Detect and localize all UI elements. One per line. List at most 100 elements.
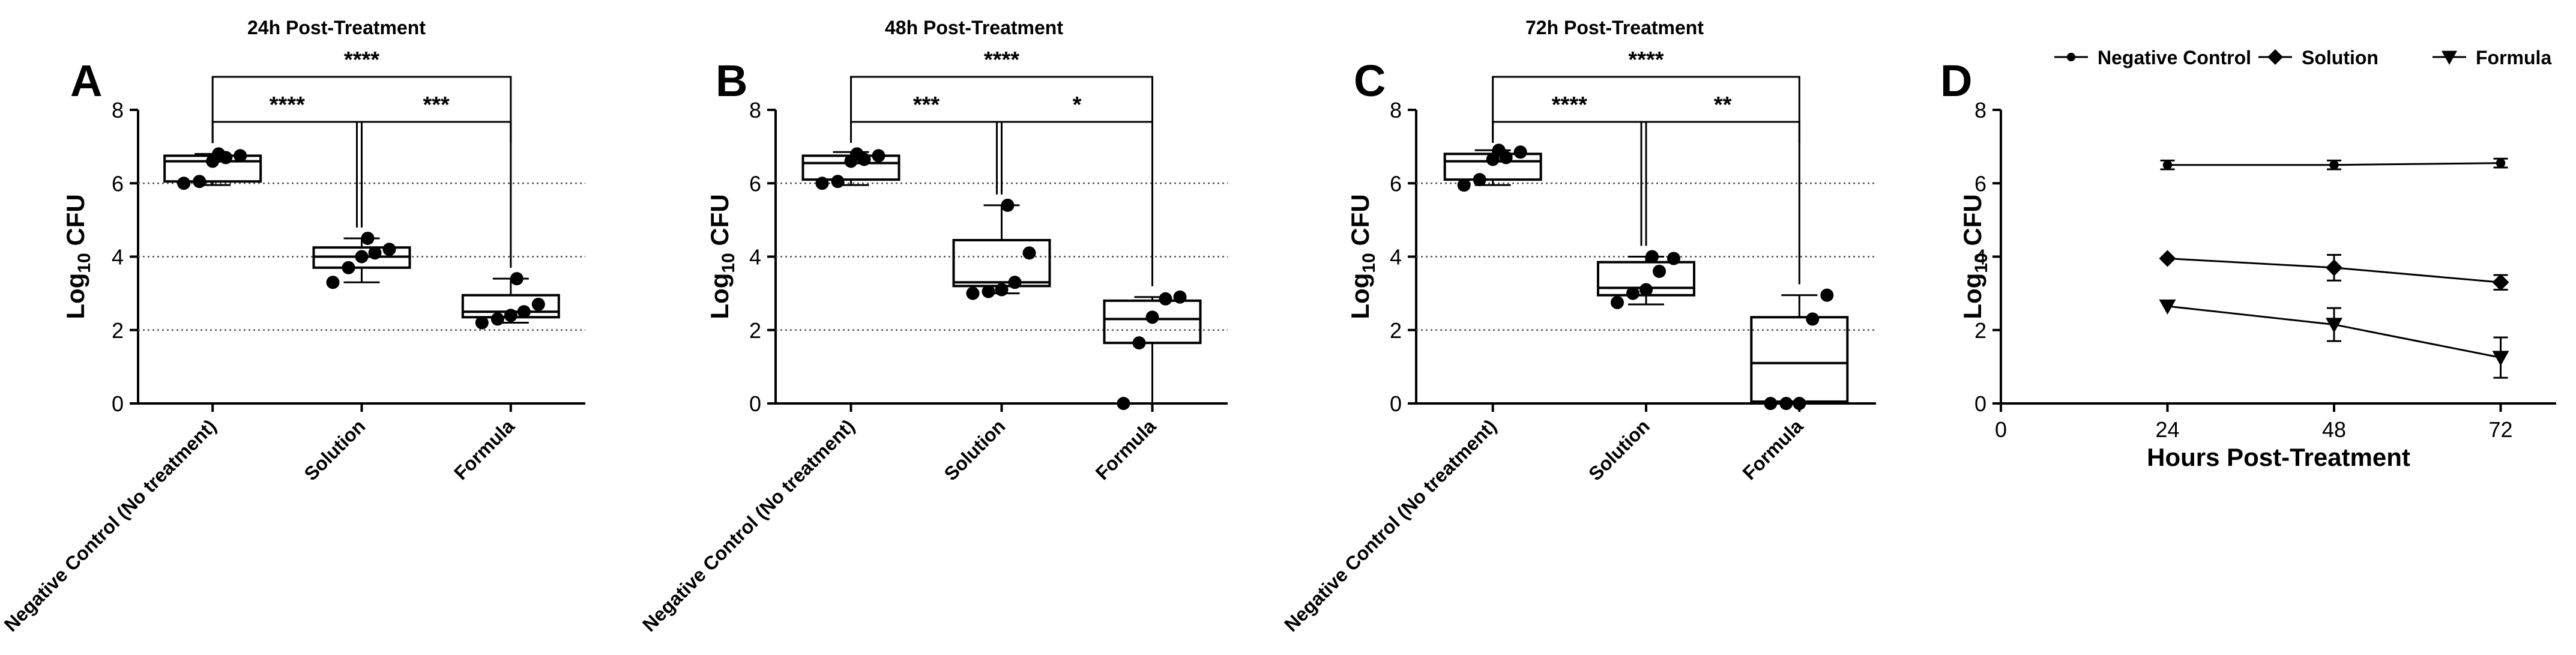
- bracket-line: [850, 76, 1153, 143]
- marker-dot: [2329, 160, 2339, 170]
- significance-bracket: ****: [850, 47, 1153, 143]
- legend-label: Formula: [2476, 47, 2551, 68]
- marker-dot: [2496, 158, 2506, 168]
- box-1: [1597, 250, 1695, 309]
- x-tick-label: 72: [2488, 417, 2512, 442]
- data-point: [326, 276, 340, 289]
- x-tick-label: Negative Control (No treatment): [1280, 415, 1500, 635]
- significance-bracket: ****: [1492, 47, 1800, 143]
- data-point: [1001, 198, 1015, 212]
- data-point: [382, 243, 396, 256]
- data-point: [1611, 295, 1624, 309]
- y-tick-label: 0: [749, 391, 761, 416]
- y-axis-label: Log10 CFU: [1958, 194, 1991, 319]
- significance-label: *: [1073, 92, 1082, 118]
- box-0: [163, 147, 262, 190]
- panel-letter: C: [1354, 56, 1386, 106]
- data-point: [1645, 250, 1659, 264]
- series-solution: [2159, 250, 2509, 291]
- significance-label: ***: [423, 92, 450, 118]
- box-iqr: [952, 238, 1051, 288]
- data-point: [1008, 276, 1022, 289]
- data-point: [361, 231, 375, 245]
- legend-item: Solution: [2258, 47, 2378, 68]
- data-point: [966, 286, 980, 300]
- y-axis-label: Log10 CFU: [705, 194, 738, 319]
- data-point: [1764, 397, 1778, 410]
- data-point: [504, 309, 517, 322]
- y-tick-label: 6: [1974, 171, 1986, 196]
- box-1: [952, 198, 1051, 300]
- data-point: [1513, 145, 1527, 159]
- data-point: [872, 149, 885, 163]
- y-axis-label: Log10 CFU: [61, 194, 94, 319]
- data-point: [850, 147, 864, 161]
- bracket-line: [1001, 121, 1153, 286]
- significance-label: ****: [270, 92, 305, 118]
- significance-bracket: ***: [356, 92, 512, 268]
- box-0: [801, 147, 900, 190]
- x-tick-label: Formula: [1091, 415, 1160, 484]
- marker-diamond: [2267, 49, 2283, 65]
- x-tick-label: Solution: [300, 415, 370, 484]
- marker-triangle-down: [2326, 318, 2342, 333]
- y-tick-label: 4: [112, 245, 124, 270]
- significance-bracket: ****: [211, 47, 512, 143]
- y-tick-label: 2: [112, 318, 124, 343]
- series-formula: [2159, 299, 2509, 379]
- marker-triangle-down: [2492, 351, 2509, 366]
- bracket-line: [1645, 121, 1800, 285]
- significance-bracket: **: [1640, 92, 1800, 285]
- x-tick-label: Negative Control (No treatment): [638, 415, 858, 635]
- legend-label: Solution: [2302, 47, 2378, 68]
- x-tick-label: Formula: [450, 415, 519, 484]
- x-tick-label: 0: [1995, 417, 2007, 442]
- marker-triangle-down: [2159, 299, 2176, 315]
- x-axis-label: Hours Post-Treatment: [2147, 443, 2410, 471]
- y-tick-label: 6: [112, 171, 124, 196]
- box-2: [461, 272, 560, 330]
- panel-letter: B: [716, 56, 747, 106]
- marker-diamond: [2326, 259, 2342, 276]
- y-axis-label-main: Log: [1346, 273, 1374, 319]
- significance-label: ****: [984, 47, 1019, 73]
- significance-bracket: ****: [211, 92, 363, 228]
- data-point: [1457, 178, 1471, 192]
- significance-label: ****: [1552, 92, 1587, 118]
- y-tick-label: 0: [1390, 391, 1402, 416]
- data-point: [342, 261, 355, 274]
- significance-label: **: [1714, 92, 1732, 118]
- marker-diamond: [2159, 250, 2176, 267]
- data-point: [1639, 283, 1653, 297]
- data-point: [1820, 288, 1834, 302]
- y-axis-label-sub: 10: [1971, 253, 1991, 273]
- data-point: [1473, 173, 1486, 187]
- x-tick-label: Solution: [940, 415, 1010, 484]
- y-tick-label: 4: [749, 245, 761, 270]
- legend-item: Formula: [2433, 47, 2551, 68]
- box-1: [312, 231, 411, 289]
- data-point: [234, 149, 247, 163]
- y-tick-label: 0: [1974, 391, 1986, 416]
- data-point: [1173, 290, 1187, 304]
- data-point: [355, 250, 369, 264]
- data-point: [1793, 397, 1806, 410]
- y-tick-label: 8: [1974, 98, 1986, 122]
- y-axis-label-unit: CFU: [705, 194, 734, 253]
- marker-dot: [2066, 52, 2076, 62]
- data-point: [212, 147, 226, 161]
- significance-label: ***: [913, 92, 940, 118]
- y-tick-label: 4: [1390, 245, 1402, 270]
- y-axis-label-main: Log: [1958, 273, 1986, 319]
- box-0: [1443, 143, 1542, 192]
- data-point: [1159, 292, 1172, 306]
- data-point: [1132, 336, 1146, 350]
- y-tick-label: 6: [1390, 171, 1402, 196]
- box-iqr: [1103, 299, 1202, 345]
